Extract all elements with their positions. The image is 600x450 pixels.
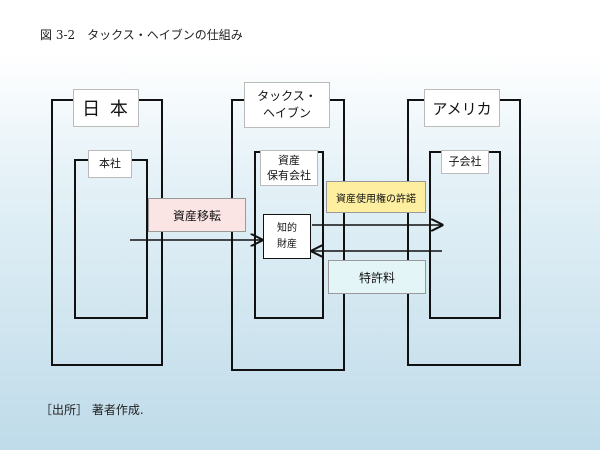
usa-name-box: アメリカ — [424, 89, 500, 127]
japan-name-box: 日 本 — [73, 89, 139, 127]
usa-outer-frame — [407, 99, 521, 366]
figure-title: 図 3-2 タックス・ヘイブンの仕組み — [40, 28, 243, 42]
japan-inner-frame — [74, 159, 148, 319]
ip-asset-line1: 知的 — [277, 222, 297, 234]
japan-name: 日 本 — [82, 99, 130, 120]
license-label-box: 資産使用権の許諾 — [326, 181, 426, 213]
haven-inner-line1: 資産 — [278, 154, 300, 167]
royalty-label: 特許料 — [358, 270, 395, 285]
japan-inner-label: 本社 — [99, 157, 121, 170]
japan-inner-box: 本社 — [88, 150, 132, 178]
japan-outer-frame — [51, 99, 163, 366]
usa-name: アメリカ — [432, 99, 492, 118]
source-note: ［出所］ 著者作成. — [40, 403, 144, 417]
transfer-label-box: 資産移転 — [148, 198, 246, 232]
haven-inner-line2: 保有会社 — [267, 169, 311, 182]
haven-inner-box: 資産 保有会社 — [260, 150, 318, 186]
usa-inner-box: 子会社 — [441, 150, 489, 174]
usa-inner-label: 子会社 — [448, 155, 482, 168]
haven-name-line1: タックス・ — [257, 89, 317, 103]
license-label: 資産使用権の許諾 — [336, 193, 416, 205]
ip-asset-box: 知的 財産 — [263, 214, 311, 259]
usa-inner-frame — [429, 151, 501, 319]
transfer-label: 資産移転 — [172, 208, 221, 223]
ip-asset-line2: 財産 — [277, 238, 297, 250]
haven-name-box: タックス・ ヘイブン — [244, 82, 330, 128]
royalty-label-box: 特許料 — [328, 260, 426, 294]
haven-name-line2: ヘイブン — [262, 106, 311, 120]
